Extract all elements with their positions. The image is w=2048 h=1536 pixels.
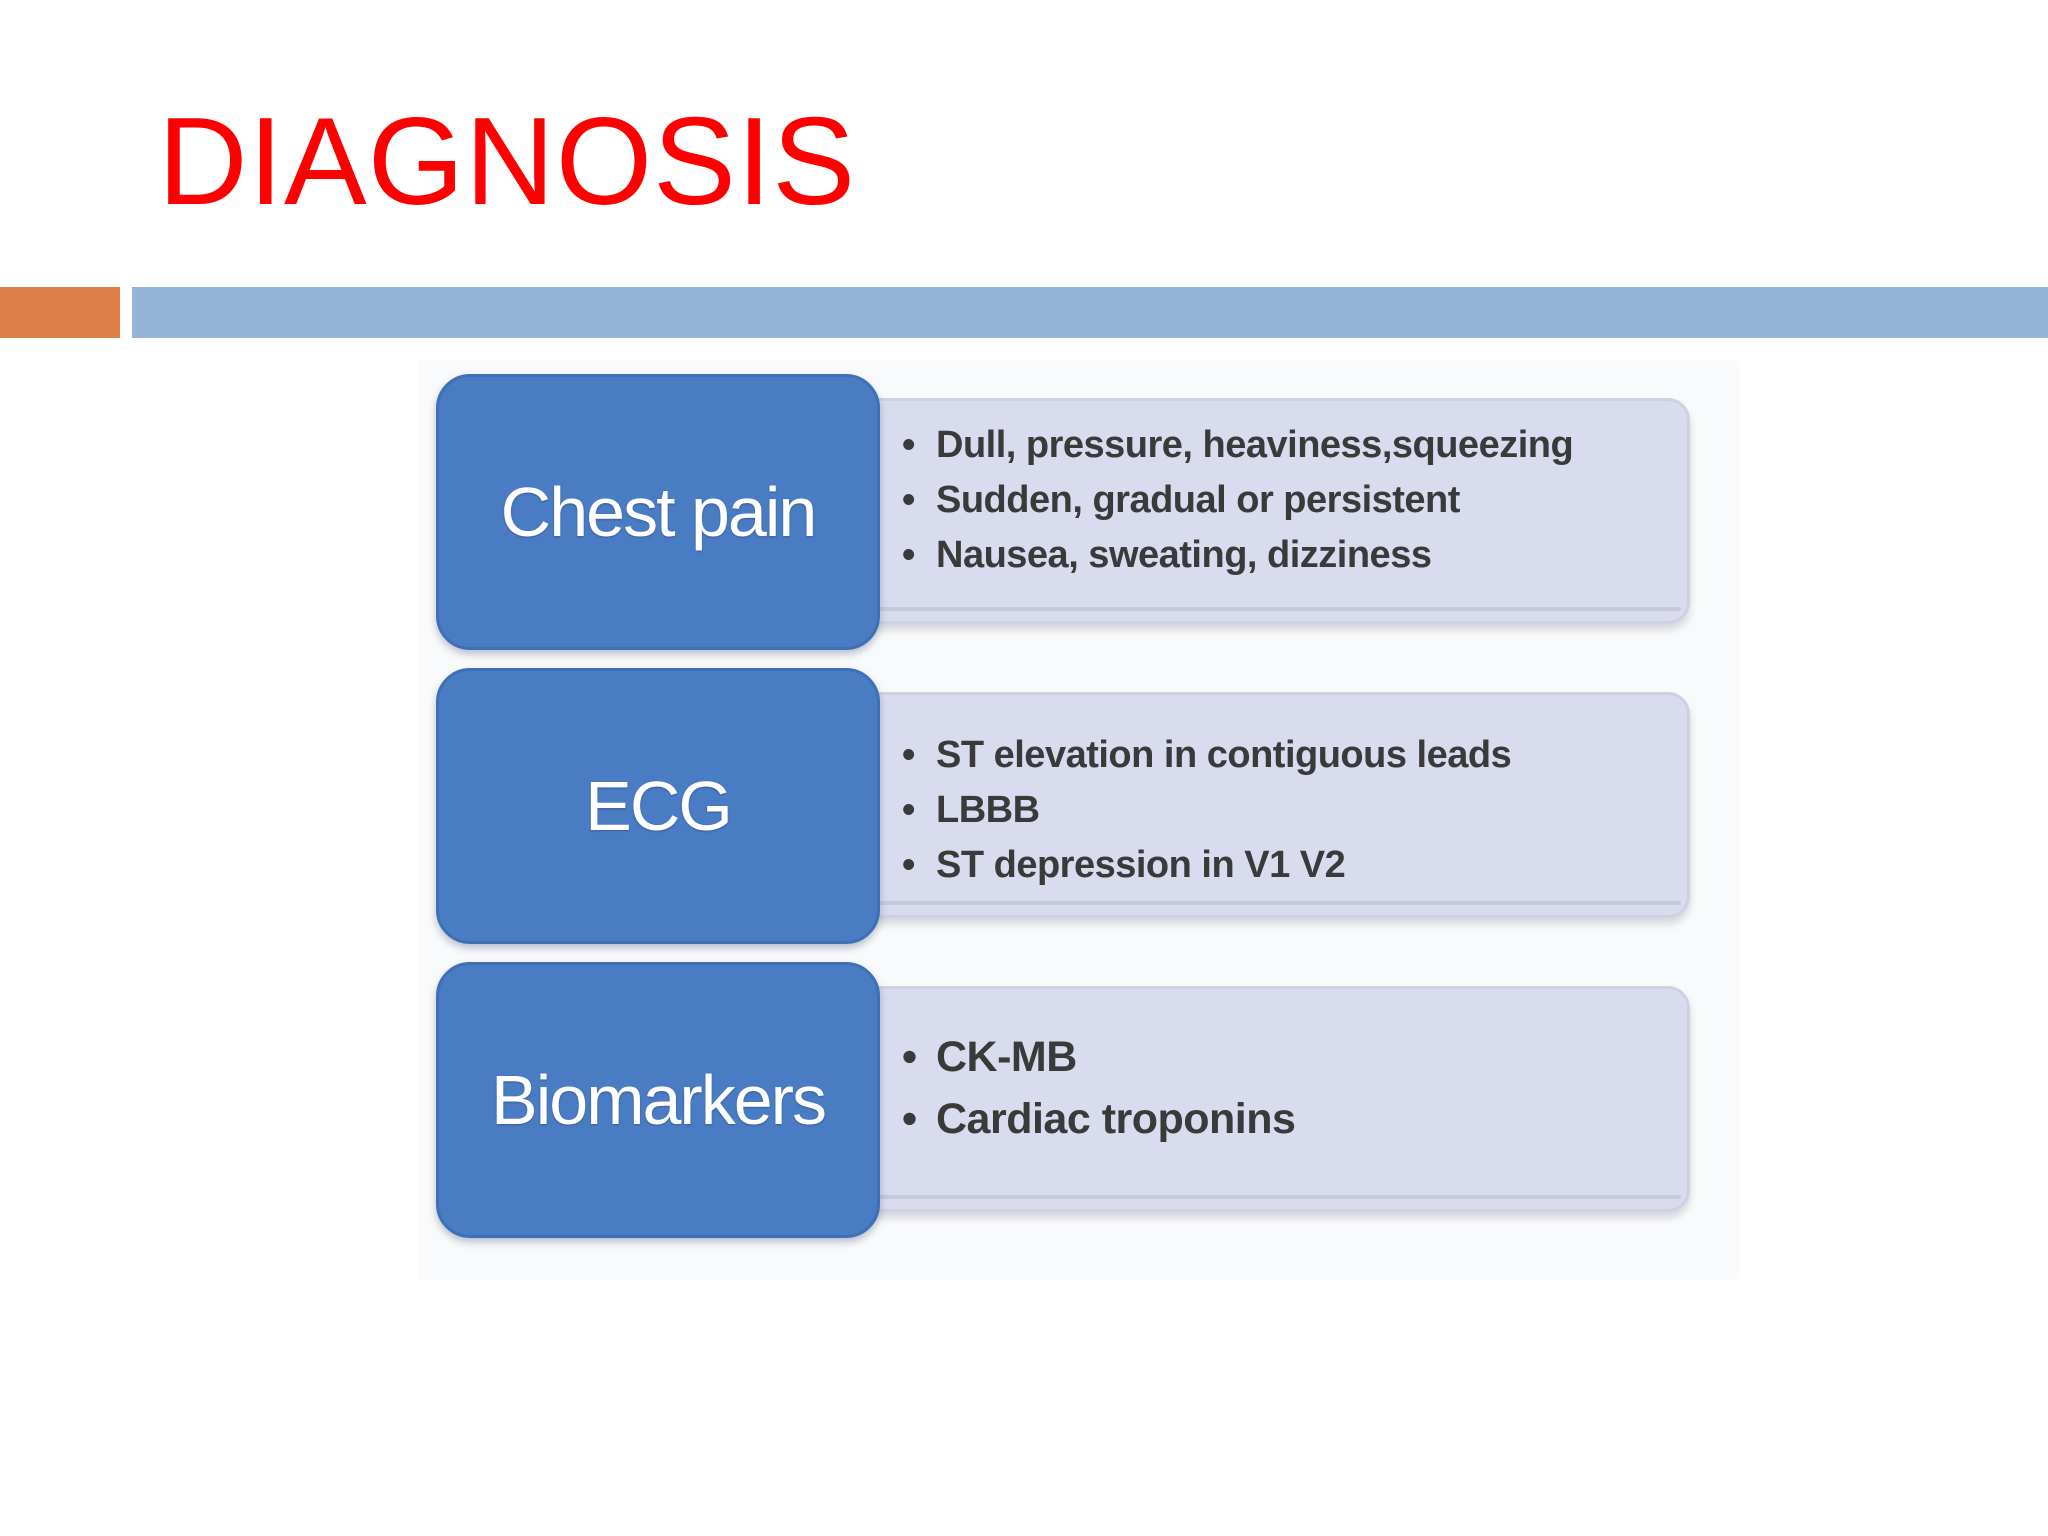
diagram-row-ecg: ECG ST elevation in contiguous leads LBB… — [436, 668, 1690, 944]
row-label: Chest pain — [500, 473, 818, 551]
label-box: Biomarkers — [436, 962, 880, 1238]
accent-bar-orange — [0, 287, 120, 338]
diagram-row-chest-pain: Chest pain Dull, pressure, heaviness,squ… — [436, 374, 1690, 650]
label-box: Chest pain — [436, 374, 880, 650]
diagram-row-biomarkers: Biomarkers CK-MB Cardiac troponins — [436, 962, 1690, 1238]
bullet-item: CK-MB — [902, 1026, 1295, 1088]
bullet-item: Nausea, sweating, dizziness — [902, 528, 1573, 583]
bullet-item: ST elevation in contiguous leads — [902, 728, 1512, 783]
accent-bar-blue — [132, 287, 2048, 338]
bullet-list: Dull, pressure, heaviness,squeezing Sudd… — [902, 418, 1574, 583]
bullet-item: ST depression in V1 V2 — [902, 838, 1511, 893]
slide-title: DIAGNOSIS — [158, 93, 857, 231]
bullet-list: ST elevation in contiguous leads LBBB ST… — [902, 728, 1512, 893]
bullet-item: Dull, pressure, heaviness,squeezing — [902, 418, 1574, 473]
bullet-list: CK-MB Cardiac troponins — [902, 1026, 1296, 1150]
bullet-item: LBBB — [902, 783, 1511, 838]
row-label: Biomarkers — [491, 1061, 827, 1139]
row-label: ECG — [585, 767, 733, 845]
label-box: ECG — [436, 668, 880, 944]
bullet-item: Cardiac troponins — [902, 1088, 1296, 1150]
bullet-item: Sudden, gradual or persistent — [902, 473, 1573, 528]
